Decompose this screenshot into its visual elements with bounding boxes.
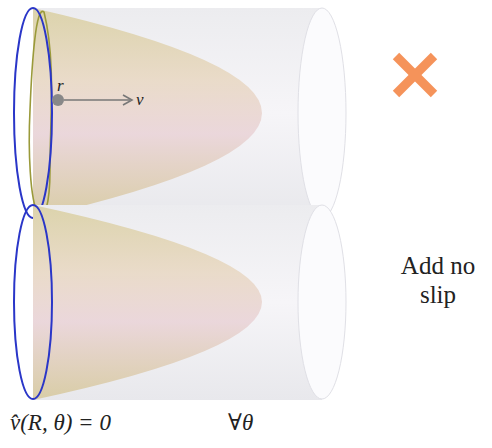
bottom-pipe bbox=[14, 205, 346, 400]
wrong-mark bbox=[396, 56, 434, 94]
boundary-condition: v̂(R, θ) = 0 bbox=[10, 410, 111, 436]
quantifier: ∀θ bbox=[228, 410, 253, 436]
velocity-label: v bbox=[136, 90, 144, 110]
radius-label: r bbox=[57, 76, 64, 96]
note-text: Add no slip bbox=[388, 252, 488, 310]
top-pipe bbox=[14, 8, 346, 218]
